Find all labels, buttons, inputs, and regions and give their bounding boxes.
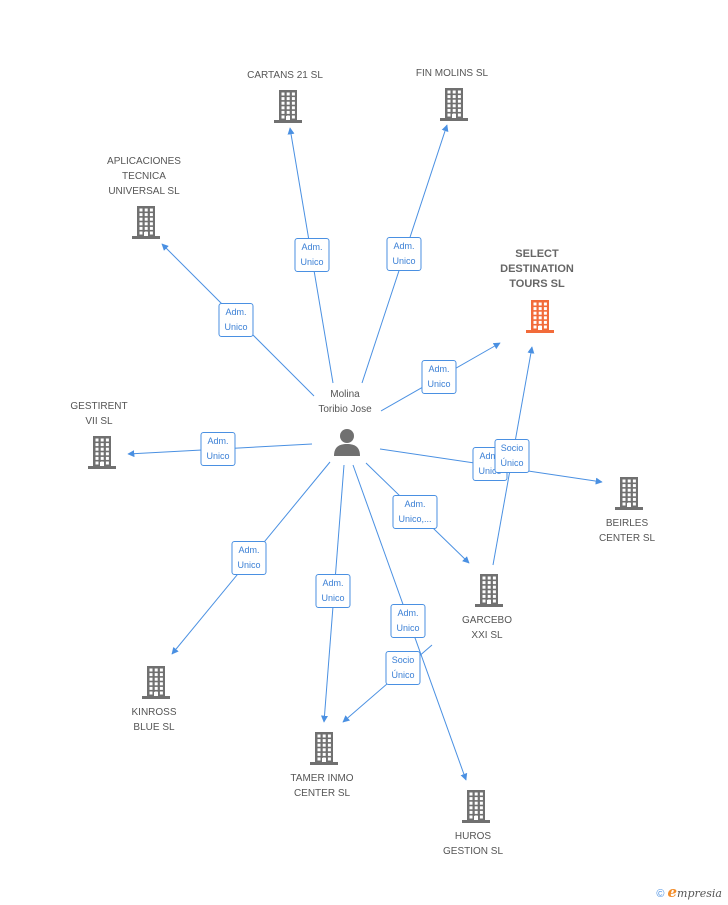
company-label-cartans[interactable]: CARTANS 21 SL xyxy=(247,70,323,81)
building-icon[interactable] xyxy=(87,435,117,474)
company-label-aplicaciones[interactable]: APLICACIONES TECNICA UNIVERSAL SL xyxy=(107,156,181,197)
person-icon[interactable] xyxy=(333,427,361,462)
building-icon[interactable] xyxy=(131,205,161,244)
building-icon[interactable] xyxy=(309,731,339,770)
edge-role-label: Adm. Unico xyxy=(390,604,426,638)
footer-brand: © empresia xyxy=(656,883,722,901)
building-icon[interactable] xyxy=(461,789,491,828)
brand-logo: empresia xyxy=(667,883,722,901)
edge-role-label: Adm. Unico xyxy=(218,303,254,337)
building-icon[interactable] xyxy=(525,299,555,338)
building-icon[interactable] xyxy=(614,476,644,515)
edge-role-label: Adm. Unico,... xyxy=(392,495,438,529)
edge-role-label: Adm. Unico xyxy=(231,541,267,575)
building-icon[interactable] xyxy=(474,573,504,612)
company-label-tamer[interactable]: TAMER INMO CENTER SL xyxy=(290,773,354,799)
company-label-beirles[interactable]: BEIRLES CENTER SL xyxy=(598,518,656,544)
copyright-symbol: © xyxy=(656,888,665,900)
building-icon[interactable] xyxy=(273,89,303,128)
company-label-gestirent[interactable]: GESTIRENT VII SL xyxy=(70,401,128,427)
company-label-kinross[interactable]: KINROSS BLUE SL xyxy=(131,707,177,733)
edge-role-label: Adm. Unico xyxy=(200,432,236,466)
company-label-select[interactable]: SELECT DESTINATION TOURS SL xyxy=(500,248,574,290)
building-icon[interactable] xyxy=(439,87,469,126)
edge-role-label: Socio Único xyxy=(494,439,530,473)
edge-role-label: Adm. Unico xyxy=(386,237,422,271)
building-icon[interactable] xyxy=(141,665,171,704)
person-name-label[interactable]: Molina Toribio Jose xyxy=(318,389,372,415)
edge-role-label: Adm. Unico xyxy=(421,360,457,394)
edge-role-label: Socio Único xyxy=(385,651,421,685)
edge-role-label: Adm. Unico xyxy=(315,574,351,608)
company-label-huros[interactable]: HUROS GESTION SL xyxy=(442,831,504,857)
company-label-garcebo[interactable]: GARCEBO XXI SL xyxy=(461,615,513,641)
company-label-finmolins[interactable]: FIN MOLINS SL xyxy=(415,68,489,79)
edge-role-label: Adm. Unico xyxy=(294,238,330,272)
